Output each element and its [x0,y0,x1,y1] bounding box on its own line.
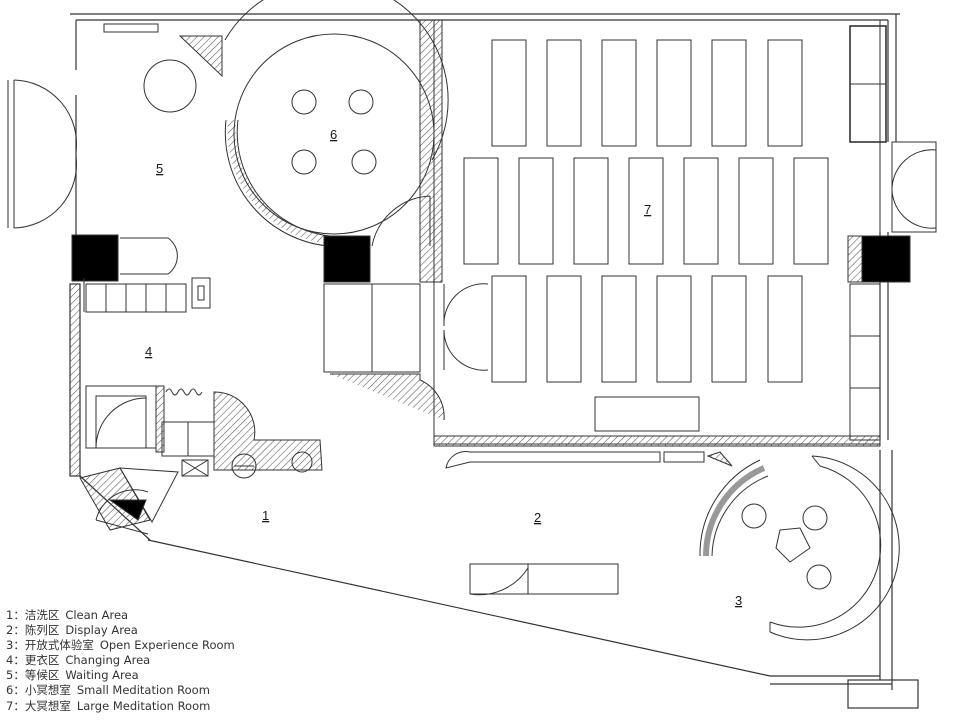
mat-row-1 [491,39,803,147]
room-number-6: 6 [330,127,337,142]
room-number-4: 4 [145,344,152,359]
waiting-area [71,35,223,313]
entrance-door [7,23,159,229]
room-number-3: 3 [735,593,742,608]
clean-area [79,467,179,535]
changing-area [85,283,445,479]
outer-walls [69,13,919,709]
open-experience-room [699,451,900,641]
display-area [445,451,705,596]
mat-row-2 [463,157,829,265]
room-numbers: 1 2 3 4 5 6 7 [145,127,742,608]
room-number-1: 1 [262,508,269,523]
room-number-7: 7 [644,202,651,217]
large-meditation-room [433,19,937,447]
small-meditation-room [224,0,449,283]
room-number-2: 2 [534,510,541,525]
room-number-5: 5 [156,161,163,176]
mat-row-3 [491,275,803,383]
